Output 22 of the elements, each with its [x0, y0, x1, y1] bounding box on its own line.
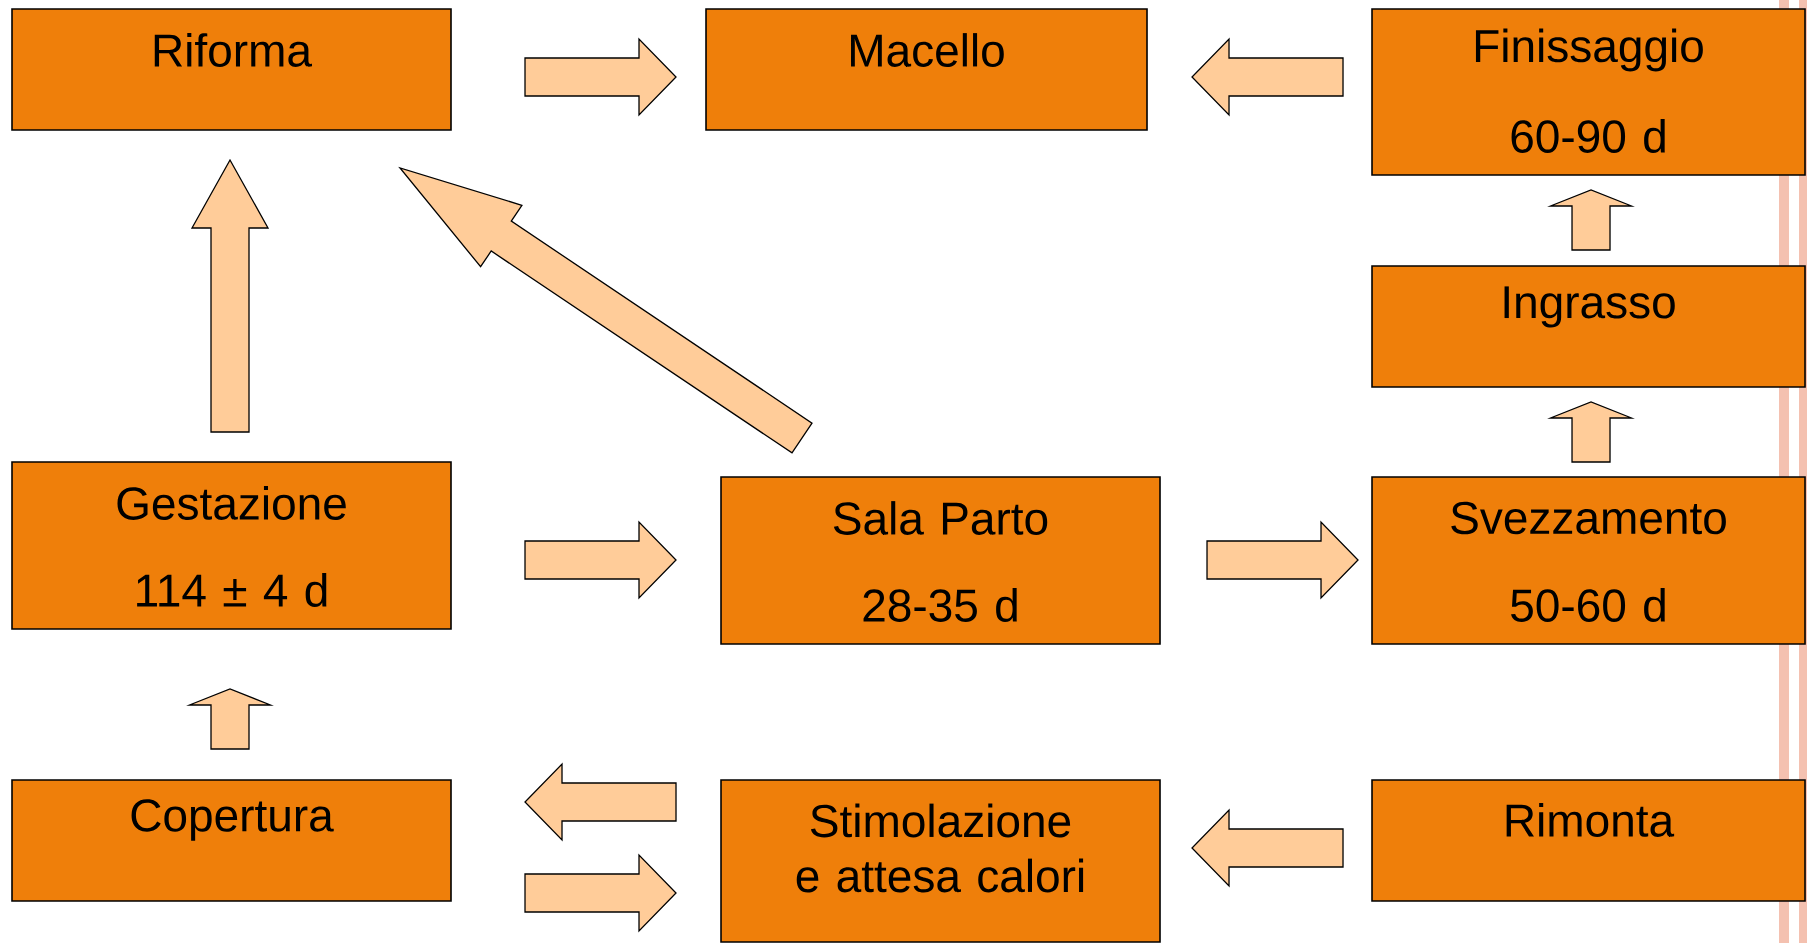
process-box: Svezzamento 50-60 d: [1371, 476, 1806, 645]
block-arrow: [1206, 520, 1359, 600]
block-arrow: [398, 166, 813, 454]
block-arrow: [1547, 189, 1635, 251]
block-arrow: [524, 520, 677, 600]
process-box: Copertura: [11, 779, 452, 902]
block-arrow: [1547, 401, 1635, 463]
block-arrow: [1191, 37, 1344, 117]
block-arrow: [186, 688, 274, 750]
process-box: Ingrasso: [1371, 265, 1806, 388]
block-arrow: [524, 853, 677, 933]
process-box: Stimolazione e attesa calori: [720, 779, 1161, 943]
block-arrow: [190, 158, 270, 433]
process-box: Sala Parto 28-35 d: [720, 476, 1161, 645]
block-arrow: [1191, 808, 1344, 888]
block-arrow: [524, 37, 677, 117]
process-box: Rimonta: [1371, 779, 1806, 902]
block-arrow: [524, 762, 677, 842]
process-box: Macello: [705, 8, 1148, 131]
process-box: Finissaggio 60-90 d: [1371, 8, 1806, 176]
process-box: Riforma: [11, 8, 452, 131]
process-box: Gestazione 114 ± 4 d: [11, 461, 452, 630]
